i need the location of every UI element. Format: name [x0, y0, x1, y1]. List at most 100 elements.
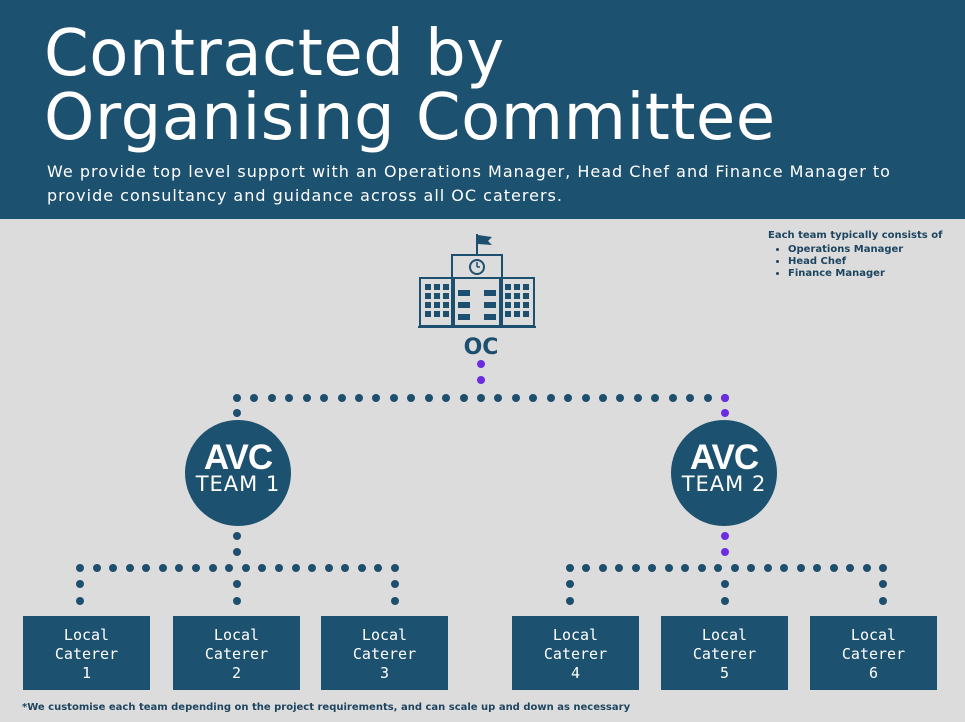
caterer-line-2: Caterer	[204, 645, 269, 663]
connector-dot	[391, 564, 399, 572]
connector-dot	[258, 564, 267, 572]
connector-dot	[664, 564, 673, 572]
local-caterer-6: Local Caterer 6	[810, 616, 937, 690]
connector-dot	[721, 597, 729, 605]
connector-dot	[730, 564, 739, 572]
caterer-line-1: Local	[701, 626, 748, 644]
connector-dot	[250, 394, 259, 402]
caterer-line-2: Caterer	[692, 645, 757, 663]
connector-dot	[721, 548, 729, 556]
connector-dot	[192, 564, 201, 572]
connector-dot	[233, 532, 241, 540]
connector-dot	[615, 564, 624, 572]
title-line-2: Organising Committee	[44, 81, 776, 155]
connector-dot	[225, 564, 234, 572]
note-item: Finance Manager	[788, 268, 942, 280]
connector-dot	[721, 394, 729, 402]
connector-dot	[703, 394, 712, 402]
local-caterer-3: Local Caterer 3	[321, 616, 448, 690]
caterer-line-1: Local	[361, 626, 408, 644]
connector-dot	[391, 597, 399, 605]
connector-dot	[721, 409, 729, 417]
connector-dot	[175, 564, 184, 572]
local-caterer-4: Local Caterer 4	[512, 616, 639, 690]
connector-dot	[324, 564, 333, 572]
note-item: Operations Manager	[788, 244, 942, 256]
connector-dot	[233, 548, 241, 556]
connector-dot	[76, 580, 84, 588]
connector-dot	[846, 564, 855, 572]
oc-label: OC	[463, 335, 499, 360]
caterer-number: 2	[231, 664, 242, 682]
connector-dot	[668, 394, 677, 402]
connector-dot	[879, 564, 887, 572]
team-2-node: AVC TEAM 2	[671, 420, 777, 526]
connector-dot	[633, 394, 642, 402]
caterer-line-2: Caterer	[543, 645, 608, 663]
connector-dot	[357, 564, 366, 572]
connector-dot	[76, 564, 84, 572]
connector-dot	[76, 597, 84, 605]
caterer-line-1: Local	[850, 626, 897, 644]
connector-dot	[582, 564, 591, 572]
connector-dot	[566, 597, 574, 605]
connector-dot	[442, 394, 451, 402]
connector-dot	[372, 394, 381, 402]
connector-dot	[125, 564, 134, 572]
connector-dot	[302, 394, 311, 402]
connector-dot	[477, 360, 485, 368]
local-caterer-2: Local Caterer 2	[173, 616, 300, 690]
connector-dot	[92, 564, 101, 572]
connector-dot	[829, 564, 838, 572]
note-list: Operations Manager Head Chef Finance Man…	[768, 244, 942, 280]
connector-dot	[564, 394, 573, 402]
connector-dot	[763, 564, 772, 572]
connector-dot	[341, 564, 350, 572]
connector-dot	[648, 564, 657, 572]
connector-dot	[109, 564, 118, 572]
page-subtitle: We provide top level support with an Ope…	[47, 162, 891, 205]
connector-dot	[599, 394, 607, 402]
connector-dot	[714, 564, 723, 572]
team-1-node: AVC TEAM 1	[185, 420, 291, 526]
avc-logo-icon: AVC	[204, 438, 274, 474]
building-with-flag-icon	[418, 234, 536, 328]
connector-dot	[391, 580, 399, 588]
connector-dot	[158, 564, 167, 572]
connector-dot	[494, 394, 503, 402]
connector-dot	[631, 564, 640, 572]
connector-dot	[721, 532, 729, 540]
connector-dot	[747, 564, 756, 572]
connector-dot	[291, 564, 300, 572]
connector-dot	[389, 394, 398, 402]
connector-dot	[796, 564, 805, 572]
connector-dot	[697, 564, 706, 572]
title-line-1: Contracted by	[44, 17, 505, 91]
caterer-line-2: Caterer	[352, 645, 417, 663]
connector-dot	[374, 564, 383, 572]
connector-dot	[407, 394, 416, 402]
connector-dot	[616, 394, 625, 402]
connector-dot	[879, 597, 887, 605]
connector-dot	[233, 580, 241, 588]
svg-text:AVC: AVC	[690, 438, 759, 474]
footnote: *We customise each team depending on the…	[22, 702, 631, 713]
connector-dot	[142, 564, 151, 572]
note-item: Head Chef	[788, 256, 942, 268]
page-title: Contracted by Organising Committee	[44, 22, 776, 150]
connector-dot	[241, 564, 250, 572]
avc-logo-icon: AVC	[690, 438, 760, 474]
local-caterer-5: Local Caterer 5	[661, 616, 788, 690]
team-label: TEAM 1	[195, 472, 281, 496]
connector-dot	[233, 409, 241, 417]
caterer-line-1: Local	[63, 626, 110, 644]
connector-dot	[208, 564, 217, 572]
connector-dot	[780, 564, 789, 572]
header-banner: Contracted by Organising Committee We pr…	[0, 0, 965, 219]
caterer-number: 5	[719, 664, 730, 682]
connector-dot	[721, 580, 729, 588]
connector-dot	[566, 564, 574, 572]
caterer-number: 4	[570, 664, 581, 682]
connector-dot	[511, 394, 520, 402]
connector-dot	[274, 564, 283, 572]
